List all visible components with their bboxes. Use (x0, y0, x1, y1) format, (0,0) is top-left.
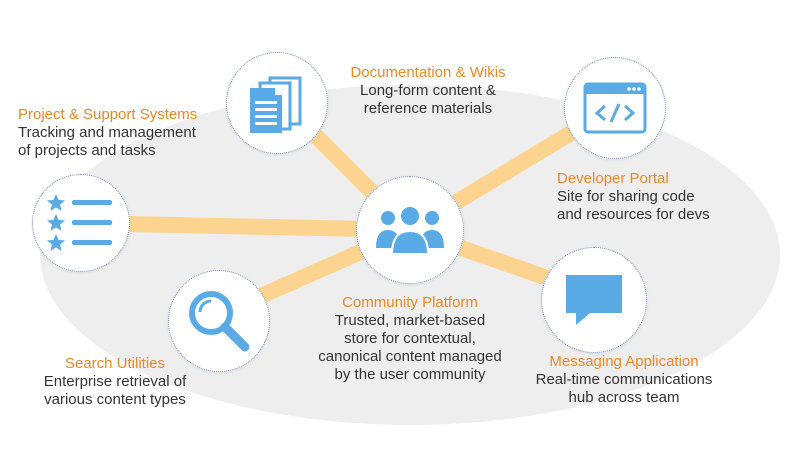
center-desc-line: store for contextual, (344, 330, 476, 347)
messaging-desc-line: Real-time communications (535, 371, 713, 388)
center-node (356, 176, 464, 284)
developer-title: Developer Portal (557, 170, 669, 187)
documents-icon (250, 76, 302, 133)
project-desc-line: Tracking and management (18, 124, 196, 141)
messaging-node (541, 247, 647, 353)
center-title: Community Platform (342, 294, 478, 311)
search-desc-line: various content types (44, 391, 186, 408)
center-label: Community Platform Trusted, market-based… (298, 294, 522, 384)
code-window-icon (583, 82, 647, 134)
search-node (168, 270, 270, 372)
documentation-title: Documentation & Wikis (350, 64, 506, 81)
center-desc-line: canonical content managed (318, 348, 502, 365)
connector-project (81, 215, 411, 238)
project-desc-line: of projects and tasks (18, 142, 156, 159)
center-desc-line: Trusted, market-based (334, 312, 486, 329)
project-title: Project & Support Systems (18, 106, 198, 123)
messaging-label: Messaging Application Real-time communic… (515, 353, 733, 407)
starred-list-icon (47, 194, 112, 251)
magnifier-icon (189, 291, 250, 352)
search-label: Search Utilities Enterprise retrieval of… (20, 355, 210, 409)
developer-node (564, 57, 666, 159)
documentation-label: Documentation & Wikis Long-form content … (326, 64, 530, 118)
documentation-desc-line: reference materials (363, 100, 493, 117)
project-label: Project & Support Systems Tracking and m… (18, 106, 228, 160)
people-group-icon (376, 205, 444, 255)
messaging-desc-line: hub across team (568, 389, 680, 406)
search-title: Search Utilities (64, 355, 166, 372)
center-desc-line: by the user community (334, 366, 486, 383)
documentation-desc-line: Long-form content & (360, 82, 496, 99)
search-desc-line: Enterprise retrieval of (43, 373, 187, 390)
developer-label: Developer Portal Site for sharing code a… (557, 170, 767, 224)
developer-desc-line: and resources for devs (557, 206, 710, 223)
chat-bubble-icon (566, 275, 622, 325)
project-node (32, 174, 130, 272)
documentation-node (226, 52, 328, 154)
developer-desc-line: Site for sharing code (557, 188, 695, 205)
messaging-title: Messaging Application (549, 353, 699, 370)
